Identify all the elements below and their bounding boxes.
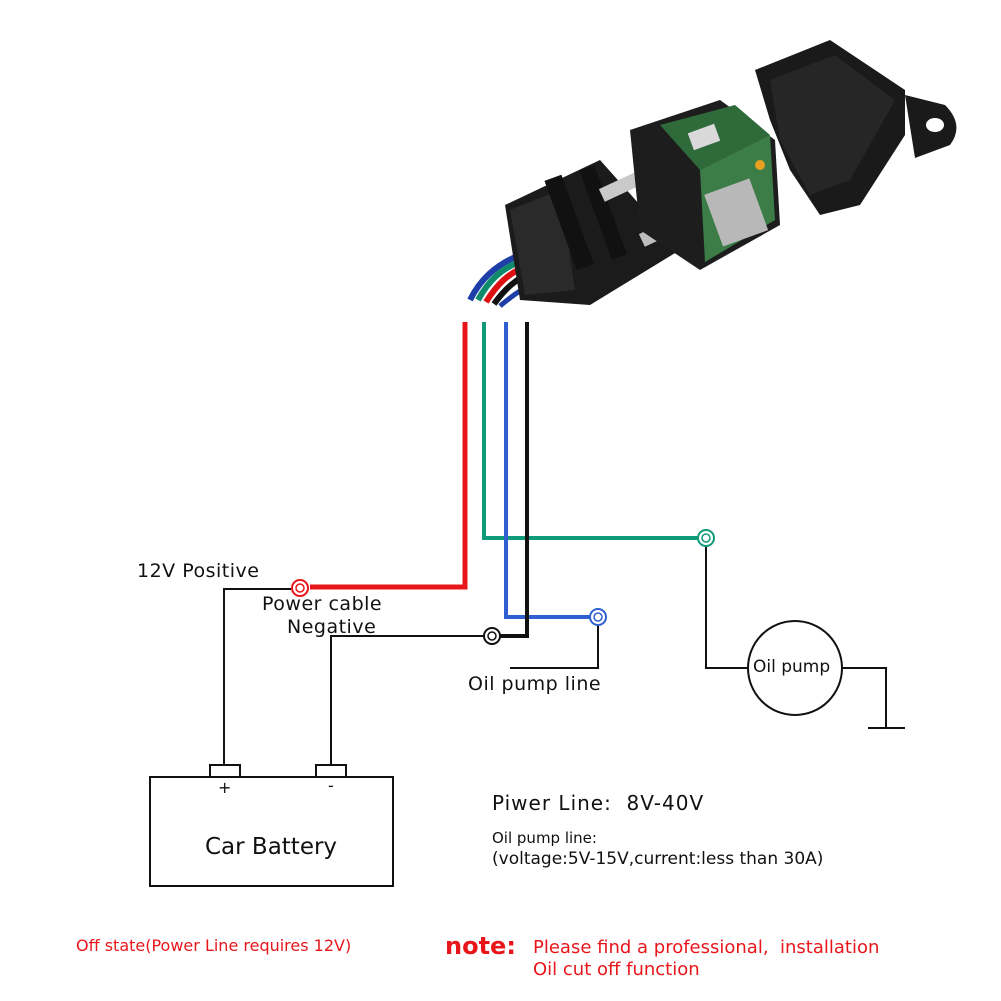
blue-wire bbox=[504, 322, 590, 619]
negative-terminal-point bbox=[483, 627, 501, 645]
oil-line-spec-detail: (voltage:5V-15V,current:less than 30A) bbox=[492, 849, 824, 869]
green-terminal-point bbox=[697, 529, 715, 547]
note-label: note: bbox=[445, 932, 516, 960]
note-line-1: Please find a professional, installation bbox=[533, 937, 880, 958]
connection-points bbox=[291, 529, 715, 645]
relay-device bbox=[467, 40, 957, 308]
oil-pump-circle bbox=[747, 620, 843, 716]
positive-label: 12V Positive bbox=[137, 560, 260, 582]
negative-label: Negative bbox=[287, 616, 377, 638]
oil-pump-line-label: Oil pump line bbox=[468, 673, 602, 695]
note-line-2: Oil cut off function bbox=[533, 959, 700, 980]
power-cable-label: Power cable bbox=[262, 593, 383, 615]
red-power-wire bbox=[310, 322, 468, 590]
battery-label: Car Battery bbox=[205, 834, 338, 860]
wires bbox=[223, 322, 905, 765]
battery-plus-label: + bbox=[218, 778, 232, 797]
green-wire bbox=[482, 322, 698, 540]
car-battery bbox=[149, 764, 394, 887]
battery-minus-label: - bbox=[328, 776, 334, 795]
off-state-note: Off state(Power Line requires 12V) bbox=[76, 936, 352, 955]
black-wire bbox=[499, 322, 529, 638]
oil-line-spec-title: Oil pump line: bbox=[492, 829, 597, 847]
oil-pump-line-point bbox=[589, 608, 607, 626]
power-line-spec: Piwer Line: 8V-40V bbox=[492, 791, 705, 815]
oil-pump-label: Oil pump bbox=[753, 657, 831, 677]
positive-terminal-point bbox=[291, 579, 309, 597]
